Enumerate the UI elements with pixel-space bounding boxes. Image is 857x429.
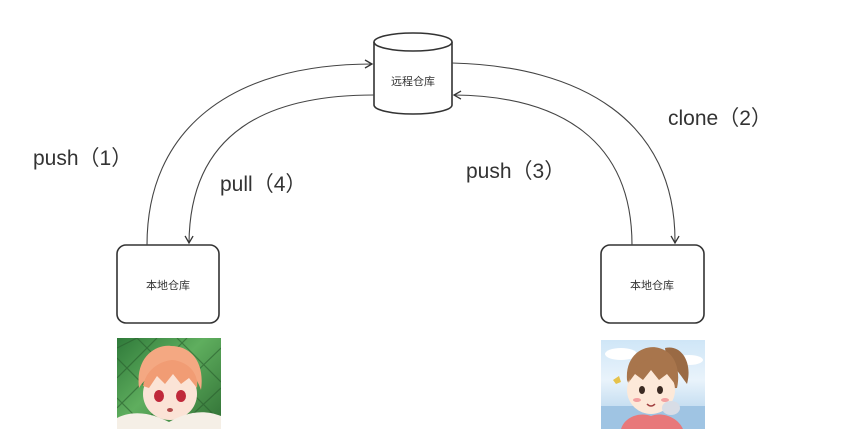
local-repo-left-label: 本地仓库 <box>146 278 190 292</box>
edge-push-3 <box>452 90 633 246</box>
edge-label-push-3: push（3） <box>466 160 565 183</box>
edge-push-1 <box>146 59 374 246</box>
avatar-right <box>601 340 705 429</box>
anime-boy-avatar-icon <box>117 338 221 429</box>
edge-clone-2 <box>451 62 680 245</box>
edge-label-clone-2: clone（2） <box>668 107 772 130</box>
remote-repo-node[interactable]: 远程仓库 <box>373 32 453 115</box>
local-repo-right-node[interactable]: 本地仓库 <box>600 244 705 324</box>
edge-label-pull-4: pull（4） <box>220 173 306 196</box>
anime-girl-avatar-icon <box>601 347 705 429</box>
edge-pull-4 <box>184 94 375 245</box>
avatar-left <box>117 338 221 429</box>
remote-repo-label: 远程仓库 <box>391 74 435 88</box>
edge-label-push-1: push（1） <box>33 147 132 170</box>
local-repo-right-label: 本地仓库 <box>630 278 674 292</box>
local-repo-left-node[interactable]: 本地仓库 <box>116 244 220 324</box>
